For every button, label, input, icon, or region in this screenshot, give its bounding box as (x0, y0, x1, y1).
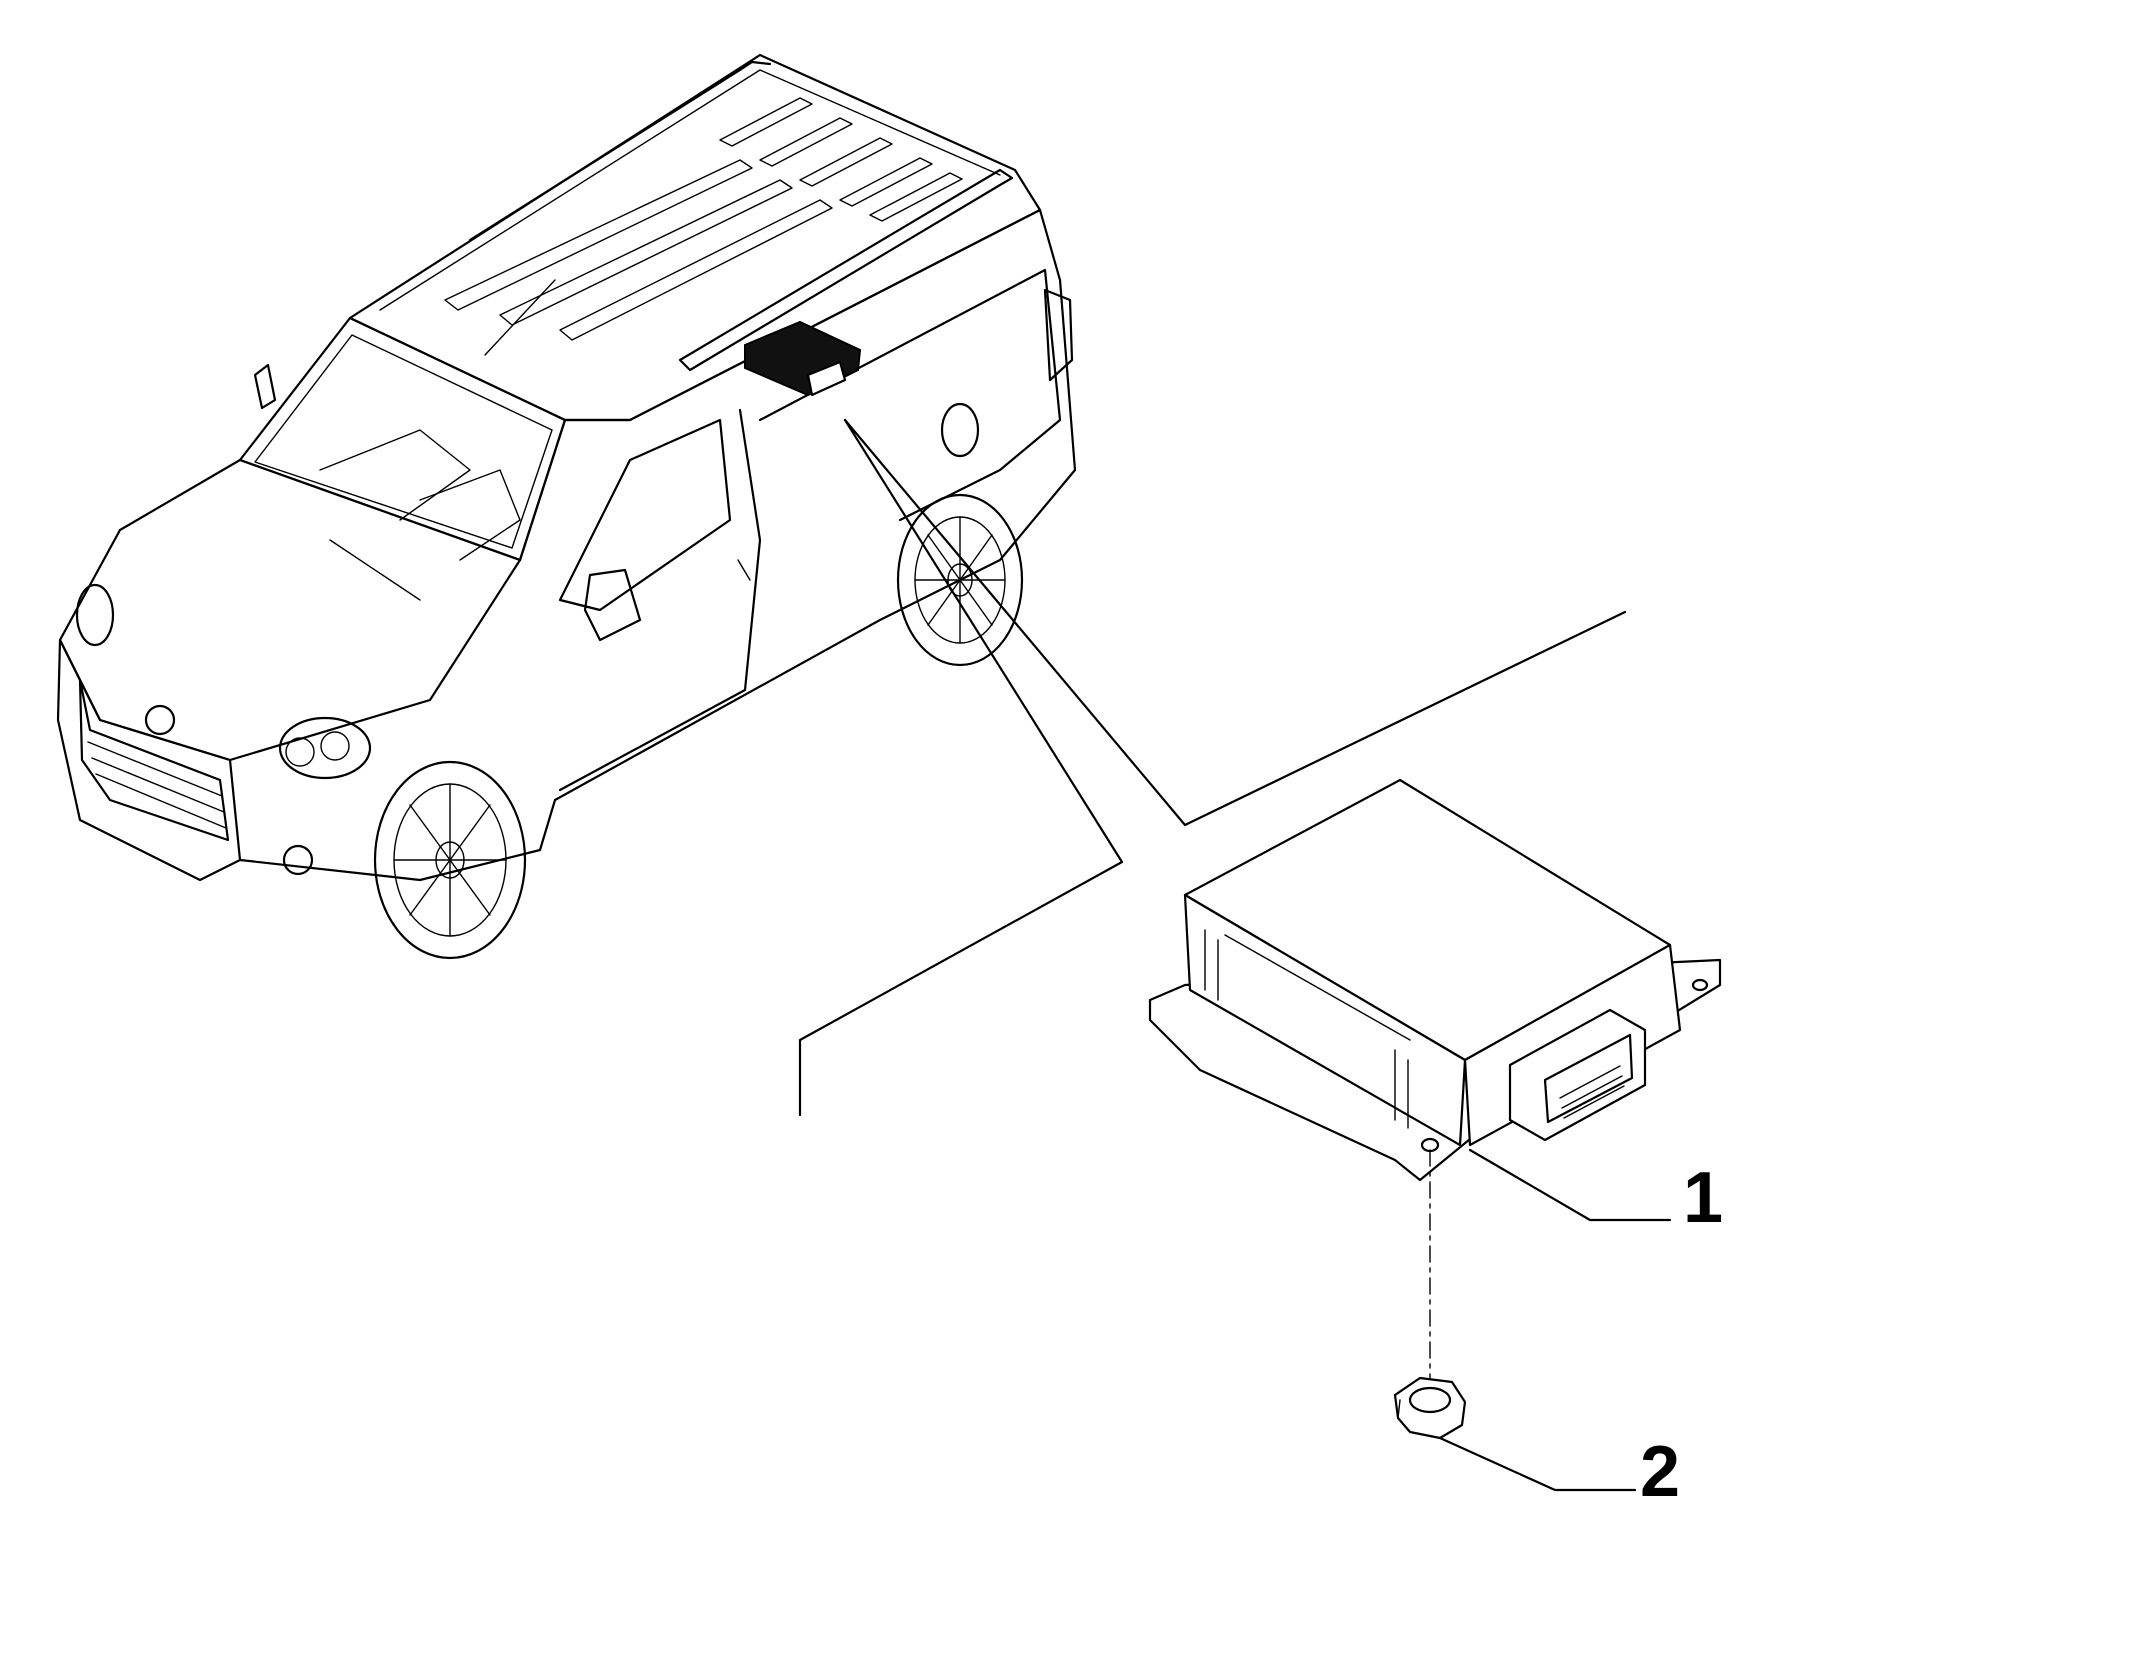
zoom-leader-lines (798, 418, 1627, 1117)
callout-label-1: 1 (1683, 1158, 1723, 1238)
control-module-part-1 (1148, 778, 1722, 1386)
callout-label-2: 2 (1640, 1432, 1680, 1512)
vehicle-illustration (56, 53, 1077, 960)
nut-part-2 (1393, 1376, 1637, 1492)
